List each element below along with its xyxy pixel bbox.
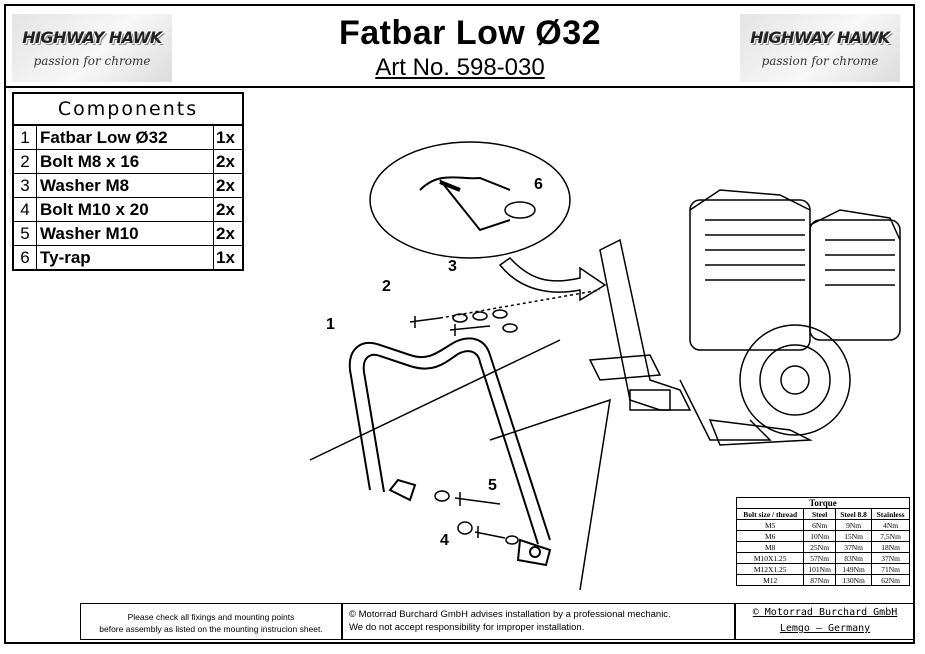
page-title: Fatbar Low Ø32 [338,14,602,52]
m8-bolts-drawing [409,289,601,336]
callout-1: 1 [326,316,335,333]
component-row: 5 Washer M10 2x [14,222,242,246]
detail-bar [439,179,511,232]
torque-title: Torque [736,497,910,509]
assembly-diagram [309,141,901,591]
footer: Please check all fixings and mounting po… [80,603,915,640]
detail-tyrap [504,201,536,219]
fatbar-drawing [348,337,552,567]
callout-2: 2 [382,278,391,295]
detail-ellipse [369,141,571,259]
components-table: Components 1 Fatbar Low Ø32 1x 2 Bolt M8… [12,92,244,271]
callout-5: 5 [488,477,497,494]
component-row: 6 Ty-rap 1x [14,246,242,269]
footer-check-note: Please check all fixings and mounting po… [80,603,342,640]
callout-6: 6 [534,176,543,193]
torque-header-row: Bolt size / thread Steel Steel 8.8 Stain… [735,508,910,520]
component-row: 2 Bolt M8 x 16 2x [14,150,242,174]
footer-company: © Motorrad Burchard GmbH Lemgo – Germany [735,603,915,640]
m10-bolts-drawing [434,490,519,545]
components-heading: Components [14,94,242,126]
callout-4: 4 [440,532,449,549]
torque-table: Torque Bolt size / thread Steel Steel 8.… [735,497,910,586]
engine-drawing [588,189,901,446]
component-row: 4 Bolt M10 x 20 2x [14,198,242,222]
header-band [4,4,915,88]
detail-arrow [498,257,607,302]
callout-3: 3 [448,258,457,275]
brand-logo-left: HIGHWAY HAWK passion for chrome [12,14,172,82]
component-row: 1 Fatbar Low Ø32 1x [14,126,242,150]
page-frame [4,4,915,644]
article-number: Art No. 598-030 [375,54,545,81]
footer-advice-note: © Motorrad Burchard GmbH advises install… [342,603,735,640]
component-row: 3 Washer M8 2x [14,174,242,198]
frame-outline [309,339,611,591]
detail-cable [419,176,511,191]
brand-logo-right: HIGHWAY HAWK passion for chrome [740,14,900,82]
